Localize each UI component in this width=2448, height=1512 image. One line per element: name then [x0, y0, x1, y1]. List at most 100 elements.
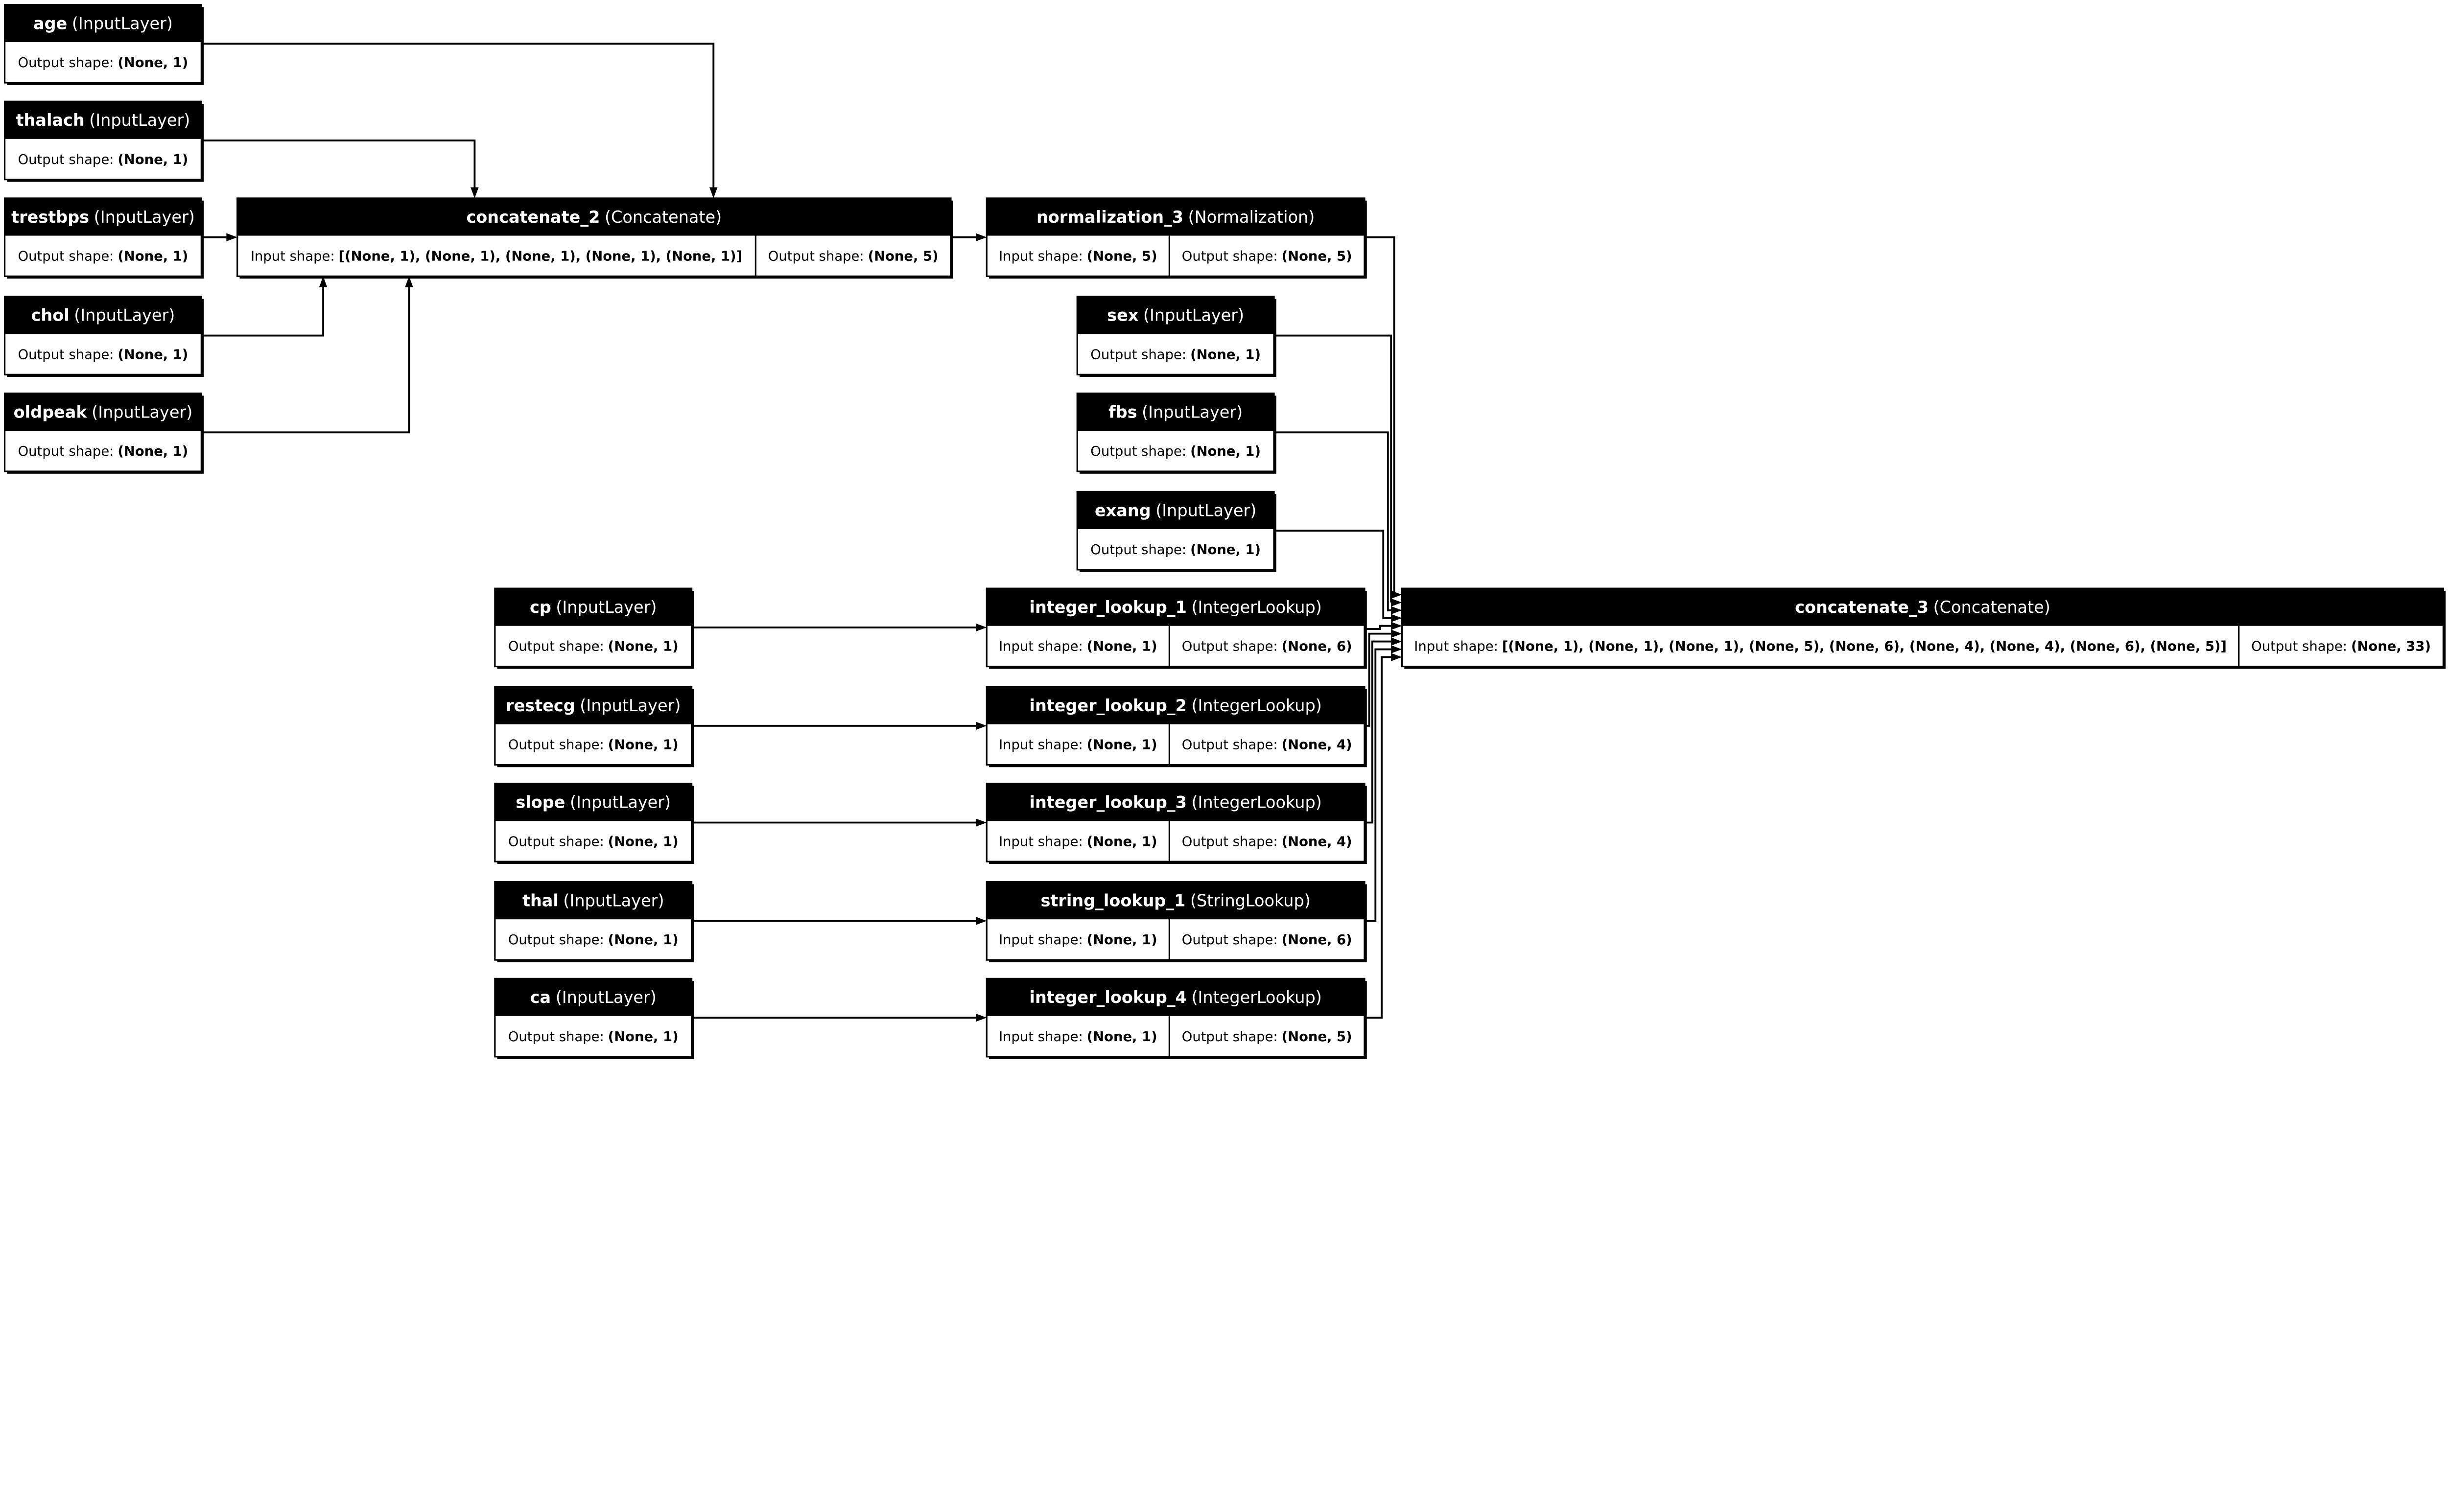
- node-header: [1077, 393, 1274, 431]
- layer-type: (InputLayer): [92, 402, 192, 421]
- layer-name: age: [33, 14, 67, 33]
- layer-type: (InputLayer): [94, 207, 195, 226]
- layer-node-thal: thal(InputLayer) Output shape:(None, 1): [494, 881, 694, 962]
- output-shape-label: Output shape:: [2251, 639, 2347, 654]
- output-shape-value: (None, 1): [118, 152, 188, 167]
- layer-type: (StringLookup): [1190, 891, 1311, 910]
- layer-name: restecg: [506, 696, 575, 715]
- arrowhead-icon: [1391, 606, 1402, 615]
- input-shape-label: Input shape:: [999, 639, 1083, 654]
- arrowhead-icon: [471, 187, 479, 198]
- layer-title: thal(InputLayer): [522, 891, 664, 910]
- layer-node-trestbps: trestbps(InputLayer)Output shape:(None, …: [3, 197, 204, 279]
- layer-type: (InputLayer): [74, 305, 175, 325]
- layer-title: normalization_3(Normalization): [1036, 207, 1315, 226]
- input-shape-value: (None, 1): [1087, 639, 1157, 654]
- layer-node-concatenate_3: concatenate_3(Concatenate) Input shape:[(…: [1401, 587, 2446, 669]
- input-shape-label: Input shape:: [999, 249, 1083, 264]
- output-shape: Output shape:(None, 6): [1182, 932, 1352, 948]
- arrowhead-icon: [1391, 645, 1402, 653]
- output-shape: Output shape:(None, 1): [508, 639, 679, 654]
- layer-title: concatenate_2(Concatenate): [466, 207, 722, 226]
- input-shape-value: (None, 1): [1087, 1029, 1157, 1044]
- input-shape-label: Input shape:: [999, 737, 1083, 752]
- layer-name: integer_lookup_2: [1029, 696, 1186, 715]
- node-header: [987, 783, 1365, 821]
- edge-fbs-to-concatenate_3: [1274, 431, 1402, 615]
- layer-type: (InputLayer): [72, 14, 173, 33]
- layer-node-integer_lookup_3: integer_lookup_3(IntegerLookup) Input sha…: [986, 783, 1367, 864]
- output-shape-value: (None, 1): [608, 1029, 679, 1044]
- output-shape-label: Output shape:: [508, 834, 604, 849]
- arrowhead-icon: [1391, 622, 1402, 630]
- output-shape: Output shape:(None, 5): [768, 249, 939, 264]
- input-shape: Input shape:[(None, 1), (None, 1), (None…: [1414, 639, 2227, 654]
- node-header: [987, 588, 1365, 626]
- edge-line: [1274, 431, 1391, 611]
- layer-title: cp(InputLayer): [530, 598, 657, 617]
- layer-title: string_lookup_1 (StringLookup): [1040, 891, 1310, 910]
- output-shape-label: Output shape:: [18, 347, 114, 362]
- layer-type: (IntegerLookup): [1191, 792, 1321, 812]
- input-shape-label: Input shape:: [1414, 639, 1498, 654]
- output-shape-value: (None, 1): [118, 55, 188, 70]
- output-shape-label: Output shape:: [1090, 444, 1186, 459]
- edge-thalach-to-concatenate_2: [201, 140, 479, 198]
- edge-line: [201, 43, 715, 187]
- edge-age-to-concatenate_2: [201, 43, 718, 198]
- output-shape: Output shape:(None, 5): [1182, 1029, 1352, 1044]
- edge-integer_lookup_1-to-concatenate_3: [1364, 622, 1402, 630]
- arrowhead-icon: [1391, 598, 1402, 607]
- layer-name: normalization_3: [1036, 207, 1183, 226]
- input-shape-label: Input shape:: [999, 1029, 1083, 1044]
- edge-chol-to-concatenate_2: [201, 276, 328, 337]
- output-shape: Output shape:(None, 1): [18, 347, 188, 362]
- layer-title: concatenate_3(Concatenate): [1795, 598, 2050, 617]
- output-shape: Output shape:(None, 1): [1090, 444, 1261, 459]
- layer-type: (InputLayer): [556, 598, 657, 617]
- input-shape-label: Input shape:: [251, 249, 335, 264]
- edge-integer_lookup_3-to-concatenate_3: [1364, 637, 1402, 824]
- arrowhead-icon: [975, 623, 987, 632]
- edge-integer_lookup_4-to-concatenate_3: [1364, 653, 1402, 1019]
- layer-name: string_lookup_1: [1040, 891, 1185, 910]
- node-header: [987, 687, 1365, 724]
- edges: [201, 43, 1402, 1022]
- node-header: [4, 393, 202, 431]
- input-shape-value: (None, 5): [1087, 249, 1157, 264]
- layer-type: (IntegerLookup): [1191, 988, 1321, 1007]
- layer-name: exang: [1095, 501, 1151, 520]
- output-shape-label: Output shape:: [18, 444, 114, 459]
- arrowhead-icon: [975, 818, 987, 827]
- layer-name: integer_lookup_1: [1029, 598, 1186, 617]
- output-shape-value: (None, 1): [608, 834, 679, 849]
- layer-node-restecg: restecg(InputLayer)Output shape:(None, 1…: [494, 686, 694, 768]
- input-shape: Input shape:(None, 1): [999, 737, 1157, 752]
- arrowhead-icon: [975, 917, 987, 925]
- edge-line: [1364, 632, 1391, 727]
- layer-title: integer_lookup_1(IntegerLookup): [1029, 598, 1321, 617]
- input-shape-label: Input shape:: [999, 834, 1083, 849]
- edge-oldpeak-to-concatenate_2: [201, 276, 413, 434]
- output-shape-label: Output shape:: [508, 932, 604, 948]
- layer-title: restecg(InputLayer): [506, 696, 681, 715]
- node-header: [494, 783, 692, 821]
- output-shape: Output shape:(None, 1): [508, 932, 679, 948]
- layer-title: integer_lookup_4(IntegerLookup): [1029, 988, 1321, 1007]
- edge-normalization_3-to-concatenate_3: [1364, 236, 1402, 599]
- layer-name: integer_lookup_3: [1029, 792, 1186, 812]
- layer-type: (InputLayer): [1143, 305, 1244, 325]
- output-shape: Output shape:(None, 1): [18, 152, 188, 167]
- layer-type: (InputLayer): [563, 891, 664, 910]
- nodes: age(InputLayer)Output shape:(None, 1)tha…: [3, 3, 2446, 1059]
- layer-type: (InputLayer): [1155, 501, 1256, 520]
- layer-node-ca: ca(InputLayer)Output shape:(None, 1): [494, 977, 694, 1059]
- edge-string_lookup_1-to-concatenate_3: [1364, 645, 1402, 922]
- arrowhead-icon: [1391, 637, 1402, 646]
- layer-type: (Concatenate): [605, 207, 722, 226]
- node-header: [1077, 491, 1274, 529]
- input-shape-value: [(None, 1), (None, 1), (None, 1), (None,…: [339, 249, 743, 264]
- output-shape: Output shape:(None, 4): [1182, 834, 1352, 849]
- layer-type: (Concatenate): [1933, 598, 2050, 617]
- output-shape-value: (None, 5): [1282, 1029, 1352, 1044]
